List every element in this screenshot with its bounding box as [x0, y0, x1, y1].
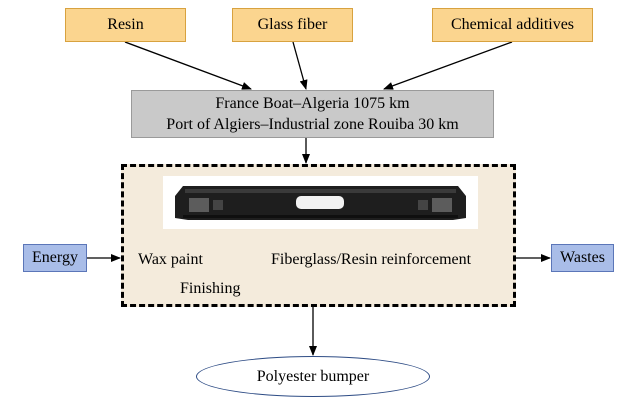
input-glass-fiber: Glass fiber: [232, 8, 353, 42]
input-resin: Resin: [65, 8, 186, 42]
manufacturing-process-box: Wax paint Fiberglass/Resin reinforcement…: [121, 164, 516, 307]
arrow-resin-to-transport: [124, 41, 252, 90]
step-finishing: Finishing: [180, 280, 241, 297]
transport-line-2: Port of Algiers–Industrial zone Rouiba 3…: [166, 116, 459, 133]
arrow-chemicals-to-transport: [383, 41, 513, 90]
product-polyester-bumper: Polyester bumper: [196, 356, 430, 397]
wastes-output: Wastes: [551, 244, 614, 272]
transport-box: France Boat–Algeria 1075 km Port of Algi…: [131, 90, 494, 138]
arrow-glass-to-transport: [292, 41, 308, 90]
step-wax-paint: Wax paint: [138, 251, 203, 268]
step-fiberglass-resin-reinforcement: Fiberglass/Resin reinforcement: [271, 251, 472, 268]
bumper-photo-icon: [163, 176, 478, 229]
transport-line-1: France Boat–Algeria 1075 km: [215, 95, 410, 112]
input-chemical-additives: Chemical additives: [432, 8, 593, 42]
energy-input: Energy: [23, 244, 87, 272]
